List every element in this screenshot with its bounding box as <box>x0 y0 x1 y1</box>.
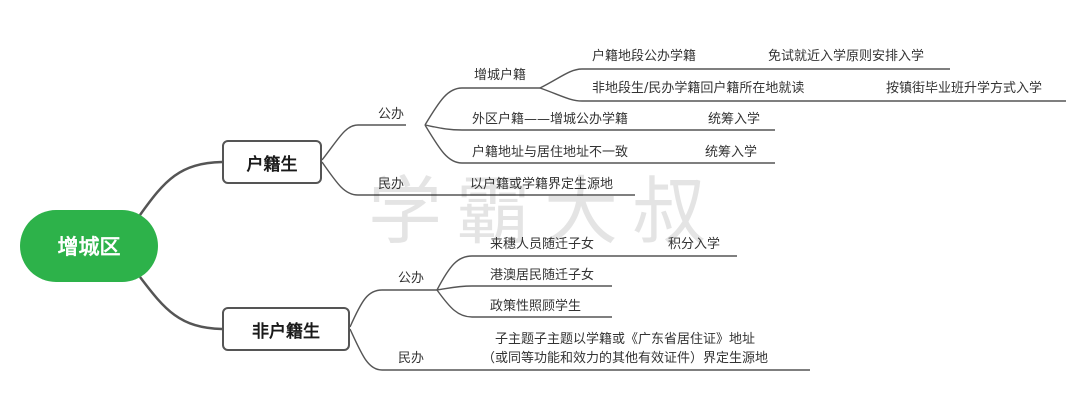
huji-minban-label: 民办 <box>378 177 405 192</box>
waiqu-note: 统筹入学 <box>708 112 761 127</box>
gongban2-zhengce-connector <box>436 289 612 318</box>
zengcheng-label: 增城户籍 <box>474 68 527 83</box>
zengcheng-item1-note: 免试就近入学原则安排入学 <box>768 49 925 64</box>
huji-gongban-connector <box>321 124 406 161</box>
huji-minban-connector <box>321 161 406 196</box>
feihuji-minban-line1: 子主题子主题以学籍或《广东省居住证》地址 <box>495 332 756 347</box>
zengcheng-item2-label: 非地段生/民办学籍回户籍所在地就读 <box>592 81 805 96</box>
gongban-waiqu-connector <box>424 124 775 131</box>
feihuji-gongban-connector <box>349 289 437 328</box>
zengcheng-item2-connector <box>539 87 1066 102</box>
zengcheng-item1-connector <box>539 68 950 89</box>
branch-feihuji: 非户籍生 <box>222 307 350 351</box>
watermark: 学霸大叔 <box>368 169 720 255</box>
feihuji-minban-line2: （或同等功能和效力的其他有效证件）界定生源地 <box>482 351 769 366</box>
gongban2-gangao-connector <box>436 285 612 291</box>
zengcheng-item1-label: 户籍地段公办学籍 <box>592 49 697 64</box>
branch-huji: 户籍生 <box>222 140 322 184</box>
gangao-label: 港澳居民随迁子女 <box>490 268 595 283</box>
zhengce-label: 政策性照顾学生 <box>490 299 582 314</box>
feihuji-minban-connector <box>349 328 437 371</box>
waiqu-label: 外区户籍——增城公办学籍 <box>472 112 629 127</box>
zengcheng-item2-note: 按镇街毕业班升学方式入学 <box>886 81 1043 96</box>
root-to-feihuji-connector <box>139 276 223 331</box>
feihuji-minban-label: 民办 <box>398 351 425 366</box>
root-to-huji-connector <box>138 160 223 216</box>
laisui-label: 来穗人员随迁子女 <box>490 237 595 252</box>
gongban-buyizhi-connector <box>424 124 775 164</box>
feihuji-gongban-label: 公办 <box>398 271 425 286</box>
huji-minban-item: 以户籍或学籍界定生源地 <box>470 177 614 192</box>
buyizhi-note: 统筹入学 <box>705 145 758 160</box>
huji-gongban-label: 公办 <box>378 107 405 122</box>
gongban-zengcheng-connector <box>424 87 540 126</box>
laisui-note: 积分入学 <box>668 237 721 252</box>
root-node: 增城区 <box>20 210 158 282</box>
buyizhi-label: 户籍地址与居住地址不一致 <box>472 145 629 160</box>
gongban2-laisui-connector <box>436 255 737 291</box>
